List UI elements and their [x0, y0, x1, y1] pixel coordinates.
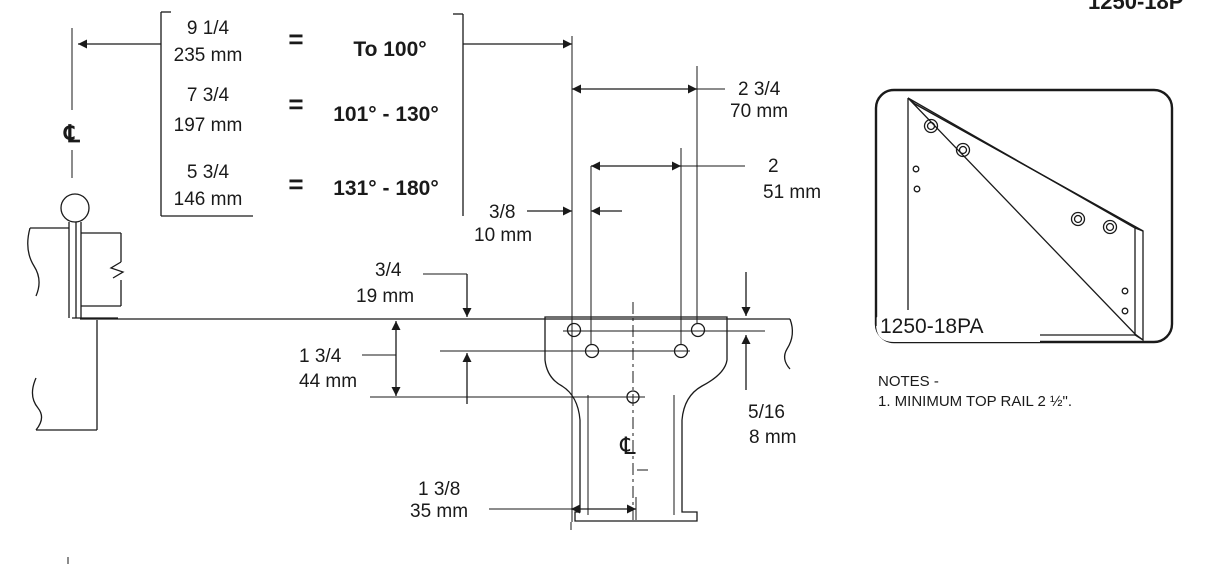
plate-hole-icon	[1070, 211, 1086, 227]
header-partial-label: 1250-18P	[1088, 0, 1183, 14]
dim-inch: 3/4	[375, 260, 402, 281]
plate-hole-icon	[955, 142, 971, 158]
dim-mm: 44 mm	[299, 371, 357, 392]
mounting-hole-icon	[690, 322, 706, 338]
door-break-line	[783, 318, 794, 370]
row-inch: 7 3/4	[187, 85, 230, 106]
dim-inch: 1 3/8	[418, 479, 460, 500]
notes: NOTES - 1. MINIMUM TOP RAIL 2 ½".	[878, 373, 1072, 410]
row-angle: 101° - 130°	[333, 103, 439, 126]
dim-5-16: 5/16 8 mm	[741, 272, 797, 448]
row-mm: 146 mm	[174, 189, 243, 210]
plate-edge-back	[907, 97, 1144, 342]
bracket-centerline-icon: ℄	[619, 433, 636, 460]
plate-hole-icon	[923, 118, 939, 134]
equals-sign: =	[288, 24, 303, 54]
row-angle: 131° - 180°	[333, 177, 439, 200]
note-item: 1. MINIMUM TOP RAIL 2 ½".	[878, 393, 1072, 410]
dim-mm: 19 mm	[356, 286, 414, 307]
dim-inch: 1 3/4	[299, 346, 342, 367]
dim-1-3-8: 1 3/8 35 mm	[410, 479, 636, 522]
row-mm: 197 mm	[174, 115, 243, 136]
plate-small-hole-icon	[1121, 307, 1129, 315]
mounting-hole-icon	[566, 322, 582, 338]
plate-small-hole-icon	[912, 165, 920, 173]
inset-label: 1250-18PA	[880, 315, 984, 338]
frame-break-line	[27, 227, 40, 297]
table-row: 9 1/4 235 mm = To 100°	[174, 18, 427, 66]
angle-table: 9 1/4 235 mm = To 100° 7 3/4 197 mm = 10…	[160, 11, 464, 217]
dim-2: 2 51 mm	[591, 156, 821, 203]
row-inch: 9 1/4	[187, 18, 230, 39]
equals-sign: =	[288, 169, 303, 199]
hinge-knuckle-icon	[60, 193, 90, 223]
dim-mm: 8 mm	[749, 427, 797, 448]
dim-mm: 51 mm	[763, 182, 821, 203]
dim-inch: 3/8	[489, 202, 515, 223]
hinge-section: ℄	[27, 28, 125, 431]
plate-inset: 1250-18PA	[874, 88, 1174, 344]
dim-mm: 70 mm	[730, 101, 788, 122]
dim-1-3-4: 1 3/4 44 mm	[299, 321, 472, 404]
dim-2-3-4: 2 3/4 70 mm	[572, 79, 788, 122]
dim-3-4: 3/4 19 mm	[356, 260, 472, 317]
plate-small-hole-icon	[913, 185, 921, 193]
dim-inch: 2 3/4	[738, 79, 781, 100]
plate-hole-icon	[1102, 219, 1118, 235]
inset-frame	[874, 88, 1174, 344]
dim-inch: 5/16	[748, 402, 785, 423]
dim-mm: 35 mm	[410, 501, 468, 522]
dim-3-8: 3/8 10 mm	[474, 202, 622, 246]
dim-inch: 2	[768, 156, 779, 177]
row-mm: 235 mm	[174, 45, 243, 66]
row-angle: To 100°	[353, 38, 426, 61]
dim-mm: 10 mm	[474, 225, 532, 246]
notes-heading: NOTES -	[878, 373, 939, 390]
table-row: 7 3/4 197 mm = 101° - 130°	[174, 85, 439, 136]
centerline-icon: ℄	[63, 121, 80, 148]
equals-sign: =	[288, 89, 303, 119]
table-row: 5 3/4 146 mm = 131° - 180°	[174, 162, 439, 210]
row-inch: 5 3/4	[187, 162, 230, 183]
plate-small-hole-icon	[1121, 287, 1129, 295]
bracket-plate: ℄	[370, 36, 765, 530]
bracket-outline	[544, 316, 728, 522]
